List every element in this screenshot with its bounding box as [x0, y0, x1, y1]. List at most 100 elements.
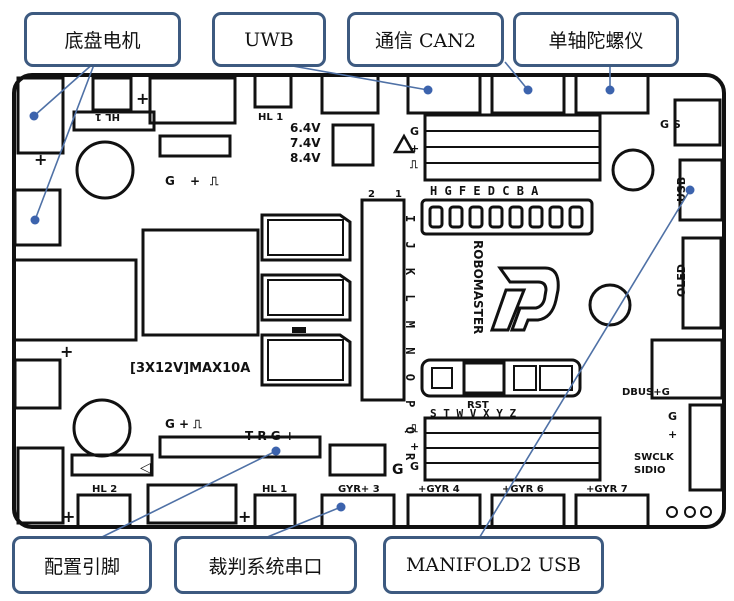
- motor-connector-bottom-left: [16, 446, 65, 525]
- capacitor-top-left: [75, 140, 135, 200]
- svg-text:+GYR 6: +GYR 6: [502, 484, 544, 495]
- chassis-port-left: [12, 258, 138, 342]
- hl-box-bottom-mid: [253, 493, 297, 529]
- svg-text:HL 2: HL 2: [92, 484, 117, 495]
- svg-text:⎍: ⎍: [409, 158, 418, 171]
- pcb-outline: [12, 73, 726, 529]
- callout-config-pins: 配置引脚: [12, 536, 152, 594]
- hl-connector-bottom: [70, 453, 154, 477]
- callout-referee-serial: 裁判系统串口: [174, 536, 357, 594]
- callout-chassis-motor: 底盘电机: [24, 12, 181, 67]
- can2-connector: [490, 73, 566, 115]
- swd-header: [688, 403, 724, 492]
- callout-uwb: UWB: [212, 12, 326, 67]
- svg-text:H G F E D C B A: H G F E D C B A: [430, 184, 539, 198]
- gnd-header: [158, 134, 232, 158]
- svg-text:+: +: [60, 342, 73, 361]
- hl-connector-left: [72, 110, 156, 132]
- svg-text:+: +: [34, 150, 47, 169]
- leader-lines: [33, 61, 691, 541]
- rst-switch-group: [420, 358, 582, 398]
- svg-text:+: +: [190, 174, 200, 188]
- vertical-pin-header: [360, 198, 406, 402]
- svg-text:[3X12V]MAX10A: [3X12V]MAX10A: [130, 361, 250, 376]
- svg-text:8.4V: 8.4V: [290, 151, 321, 165]
- header-top-mid: [320, 73, 380, 115]
- gyro-connector: [574, 73, 650, 115]
- svg-text:G: G: [410, 460, 419, 473]
- block-top: [148, 76, 237, 125]
- svg-text:+: +: [238, 507, 251, 526]
- svg-text:+: +: [410, 142, 419, 155]
- power-socket-a: [260, 213, 352, 262]
- callout-can2-label: 通信 CAN2: [374, 30, 476, 52]
- power-socket-b: [260, 273, 352, 322]
- capacitor-bottom-left: [72, 398, 132, 458]
- svg-text:+: +: [668, 428, 677, 441]
- hl-box-bottom-left: [76, 493, 132, 529]
- svg-text:+: +: [136, 89, 149, 108]
- small-header-left-2: [13, 358, 62, 410]
- svg-text:◁: ◁: [140, 460, 151, 476]
- svg-text:+: +: [410, 440, 419, 453]
- svg-text:7.4V: 7.4V: [290, 136, 321, 150]
- callout-gyro-label: 单轴陀螺仪: [548, 30, 644, 52]
- callout-gyro: 单轴陀螺仪: [513, 12, 679, 67]
- svg-text:1: 1: [395, 189, 402, 200]
- svg-text:USB: USB: [675, 177, 688, 202]
- callout-can2: 通信 CAN2: [347, 12, 504, 67]
- svg-text:+GYR 4: +GYR 4: [418, 484, 460, 495]
- robomaster-logo-icon: [489, 266, 560, 332]
- svg-text:HL 1: HL 1: [95, 111, 120, 122]
- gyr4-connector: [406, 493, 482, 529]
- hole-small-3: [700, 506, 712, 518]
- svg-text:HL 1: HL 1: [262, 484, 287, 495]
- svg-text:I J K L M N O P Q R: I J K L M N O P Q R: [403, 215, 417, 466]
- svg-text:2: 2: [368, 189, 375, 200]
- callout-uwb-label: UWB: [244, 28, 294, 51]
- gyr6-connector: [490, 493, 566, 529]
- referee-connector: [320, 493, 396, 529]
- svg-text:+GYR 7: +GYR 7: [586, 484, 628, 495]
- leader-dots: [29, 85, 695, 512]
- config-header: [158, 435, 322, 459]
- svg-text:T R G +: T R G +: [245, 429, 295, 443]
- svg-text:HL 1: HL 1: [258, 112, 283, 123]
- svg-text:DBUS+G: DBUS+G: [622, 387, 670, 398]
- svg-text:G: G: [668, 410, 677, 423]
- svg-text:G: G: [410, 125, 419, 138]
- callout-config-pins-label: 配置引脚: [43, 555, 120, 578]
- dbus-port: [650, 338, 724, 400]
- svg-text:SWCLK: SWCLK: [634, 452, 675, 463]
- callout-referee-serial-label: 裁判系统串口: [208, 555, 323, 578]
- power-module: [141, 228, 260, 337]
- gyr7-connector: [574, 493, 650, 529]
- small-header-left: [13, 188, 62, 247]
- mount-hole-mid-right: [588, 283, 632, 327]
- svg-text:G: G: [392, 462, 404, 478]
- hole-small-2: [684, 506, 696, 518]
- svg-text:⎍: ⎍: [409, 422, 418, 435]
- oled-header: [681, 236, 723, 330]
- uwb-connector: [406, 73, 482, 115]
- svg-text:⎍: ⎍: [209, 174, 219, 188]
- callout-manifold-usb: MANIFOLD2 USB: [383, 536, 604, 594]
- svg-text:ROBOMASTER: ROBOMASTER: [471, 240, 485, 334]
- motor-connector-top-left: [16, 76, 65, 155]
- striped-header-bottom: [423, 416, 602, 482]
- svg-text:SIDIO: SIDIO: [634, 465, 665, 476]
- callout-chassis-motor-label: 底盘电机: [64, 30, 141, 52]
- svg-text:G: G: [165, 174, 175, 188]
- power-socket-c: [260, 333, 352, 387]
- striped-header: [423, 113, 602, 182]
- usb-port: [678, 158, 724, 222]
- hl-box-left: [91, 76, 133, 112]
- svg-text:GYR+ 3: GYR+ 3: [338, 484, 380, 495]
- connector-bottom-mid: [328, 443, 387, 477]
- top-right-block: [673, 98, 722, 147]
- svg-text:OLED: OLED: [675, 264, 688, 297]
- svg-text:+: +: [62, 507, 75, 526]
- svg-text:RST: RST: [467, 400, 489, 411]
- warning-icon: [392, 133, 416, 154]
